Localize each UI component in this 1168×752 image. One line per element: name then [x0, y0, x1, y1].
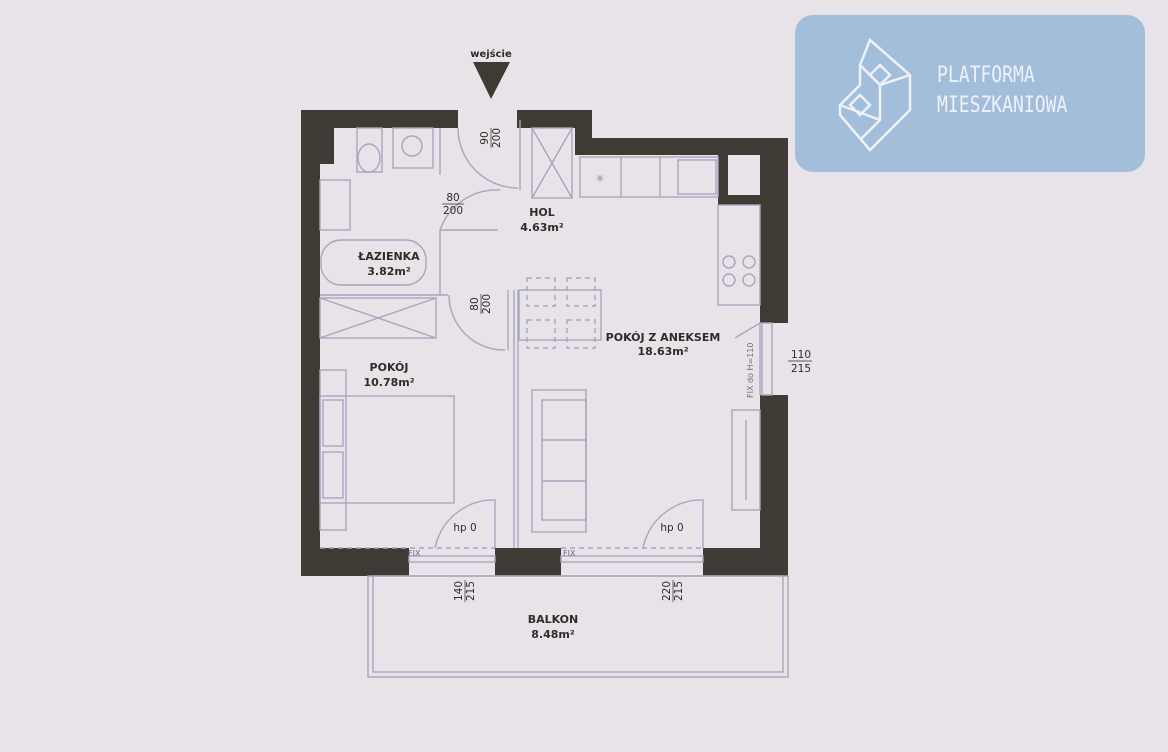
- interior-lines: ✳: [319, 120, 789, 678]
- svg-text:8.48m²: 8.48m²: [531, 628, 575, 641]
- hob-star-icon: ✳: [596, 173, 605, 185]
- svg-text:4.63m²: 4.63m²: [520, 221, 564, 234]
- svg-text:110: 110: [791, 349, 811, 361]
- fix-label-right: FIX: [563, 549, 576, 558]
- dim-room-door: 80 200: [469, 294, 493, 314]
- svg-text:90: 90: [479, 131, 491, 144]
- svg-text:215: 215: [673, 581, 685, 601]
- svg-text:POKÓJ: POKÓJ: [370, 361, 409, 374]
- svg-text:ŁAZIENKA: ŁAZIENKA: [357, 250, 420, 263]
- logo-line1: PLATFORMA: [937, 63, 1035, 88]
- room-balkon: BALKON 8.48m²: [528, 613, 579, 641]
- logo-cube-icon: [838, 37, 912, 152]
- hp-label-right: hp 0: [660, 522, 683, 534]
- svg-text:200: 200: [491, 128, 503, 148]
- platforma-mieszkaniowa-logo[interactable]: PLATFORMA MIESZKANIOWA: [795, 15, 1145, 172]
- svg-text:200: 200: [443, 205, 463, 217]
- room-pokoj-z-aneksem: POKÓJ Z ANEKSEM 18.63m²: [606, 331, 721, 358]
- walls: [301, 110, 788, 576]
- svg-text:HOL: HOL: [529, 206, 555, 219]
- svg-text:POKÓJ Z ANEKSEM: POKÓJ Z ANEKSEM: [606, 331, 721, 344]
- dim-entry-door: 90 200: [479, 128, 503, 148]
- entrance-label: wejście: [470, 48, 512, 60]
- dim-balcony-door-right: 220 215: [661, 580, 685, 602]
- svg-text:80: 80: [446, 192, 459, 204]
- room-lazienka: ŁAZIENKA 3.82m²: [357, 250, 420, 278]
- room-pokoj: POKÓJ 10.78m²: [363, 361, 414, 389]
- svg-text:140: 140: [453, 581, 465, 601]
- hp-label-left: hp 0: [453, 522, 476, 534]
- fix-sill-label: FIX do H=110: [746, 343, 755, 399]
- dim-bath-door: 80 200: [442, 192, 464, 217]
- svg-text:BALKON: BALKON: [528, 613, 579, 626]
- dim-balcony-door-left: 140 215: [453, 580, 477, 602]
- logo-line2: MIESZKANIOWA: [937, 93, 1068, 118]
- entrance-arrow-icon: [473, 62, 510, 99]
- dim-side-window: 110 215: [788, 349, 812, 375]
- svg-text:220: 220: [661, 581, 673, 601]
- svg-text:200: 200: [481, 294, 493, 314]
- svg-text:215: 215: [791, 363, 811, 375]
- svg-text:3.82m²: 3.82m²: [367, 265, 411, 278]
- fix-label-left: FIX: [408, 549, 421, 558]
- room-hol: HOL 4.63m²: [520, 206, 564, 234]
- svg-text:215: 215: [465, 581, 477, 601]
- svg-text:18.63m²: 18.63m²: [637, 345, 688, 358]
- svg-text:80: 80: [469, 297, 481, 310]
- svg-text:10.78m²: 10.78m²: [363, 376, 414, 389]
